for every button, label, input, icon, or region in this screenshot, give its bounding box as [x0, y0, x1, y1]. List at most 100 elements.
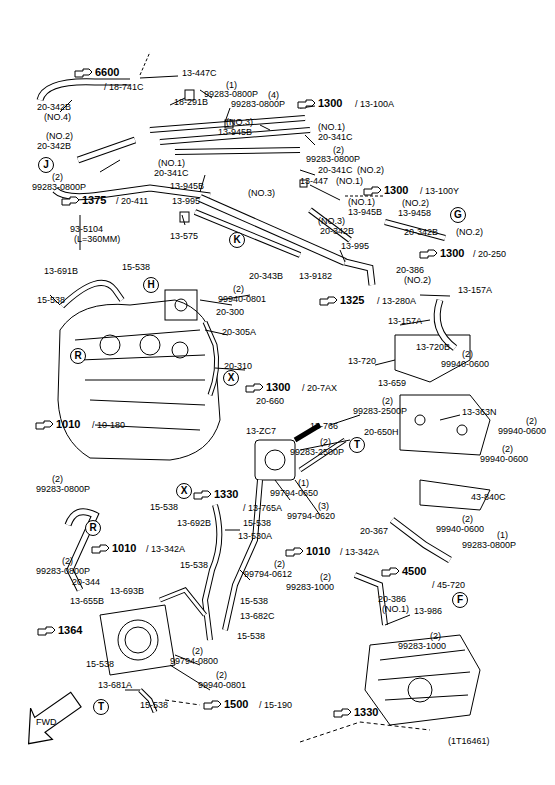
part-number: 13-655B: [70, 596, 104, 606]
reference-hand-icon: [92, 545, 109, 553]
reference-number: 1325: [340, 294, 364, 306]
part-number: 13-157A: [388, 316, 422, 326]
part-number: (2): [233, 284, 244, 294]
part-number: (1): [298, 478, 309, 488]
part-number: 93-5104: [70, 224, 103, 234]
reference-letter: F: [457, 595, 463, 605]
reference-letter: T: [98, 702, 104, 712]
reference-hand-icon: [75, 69, 92, 77]
part-number: 15-538: [240, 596, 268, 606]
part-number: 99940-0600: [480, 454, 528, 464]
reference-number: 1300: [318, 97, 342, 109]
reference-hand-icon: [382, 568, 399, 576]
part-number: 13-945B: [218, 127, 252, 137]
circled-letter: F: [452, 592, 468, 608]
part-number: (NO.1): [348, 197, 375, 207]
part-number: 99283-1000: [286, 582, 334, 592]
part-number: 13-575: [170, 231, 198, 241]
part-number: 99283-0800P: [462, 540, 516, 550]
circled-letter: G: [450, 207, 466, 223]
part-number: (3): [318, 501, 329, 511]
circled-letter: K: [229, 232, 245, 248]
part-number: / 13-100Y: [420, 186, 459, 196]
part-number: 20-300: [216, 307, 244, 317]
part-number: (2): [382, 396, 393, 406]
part-number: 13-720: [348, 356, 376, 366]
part-number: (L=360MM): [74, 234, 120, 244]
part-number: (NO.2): [456, 227, 483, 237]
part-number: (NO.3): [318, 216, 345, 226]
part-number: (2): [526, 416, 537, 426]
part-number: / 13-100A: [355, 99, 394, 109]
reference-hand-icon: [320, 297, 337, 305]
part-number: (2): [216, 670, 227, 680]
part-number: 20-342B: [404, 227, 438, 237]
part-number: 20-341C: [154, 168, 189, 178]
part-number: 20-342B: [37, 102, 71, 112]
reference-hand-icon: [286, 548, 303, 556]
circled-letter: T: [349, 437, 365, 453]
circled-letter: R: [85, 520, 101, 536]
part-number: 20-367: [360, 526, 388, 536]
reference-letter: H: [147, 280, 154, 290]
part-number: (NO.2): [46, 131, 73, 141]
part-number: 20-386: [378, 594, 406, 604]
part-number: 13-720B: [416, 342, 450, 352]
part-number: 15-538: [37, 295, 65, 305]
reference-letter: T: [354, 440, 360, 450]
reference-number: 1010: [112, 542, 136, 554]
part-number: 99283-0800P: [36, 566, 90, 576]
reference-hand-icon: [420, 250, 437, 258]
part-number: 15-538: [180, 560, 208, 570]
part-number: 20-305A: [222, 327, 256, 337]
part-number: 13-9458: [398, 208, 431, 218]
part-number: 99940-0600: [441, 359, 489, 369]
reference-hand-icon: [334, 709, 351, 717]
part-number: / 13-342A: [146, 544, 185, 554]
part-number: (2): [192, 646, 203, 656]
part-number: 20-341C: [318, 132, 353, 142]
part-number: 13-995: [341, 241, 369, 251]
reference-number: 1300: [266, 381, 290, 393]
reference-hand-icon: [364, 187, 381, 195]
part-number: 15-538: [150, 502, 178, 512]
part-number: 99794-0612: [244, 569, 292, 579]
reference-hand-icon: [298, 100, 315, 108]
part-number: (1T16461): [448, 736, 490, 746]
part-number: (2): [462, 349, 473, 359]
part-number: 15-538: [243, 518, 271, 528]
circled-letter: T: [93, 699, 109, 715]
part-number: 20-343B: [249, 271, 283, 281]
part-number: (2): [52, 172, 63, 182]
reference-letter: R: [89, 523, 96, 533]
part-number: 13-447C: [182, 68, 217, 78]
part-number: 20-310: [224, 361, 252, 371]
part-number: (4): [268, 90, 279, 100]
part-number: 15-538: [122, 262, 150, 272]
part-number: 20-341C: [318, 165, 353, 175]
part-number: 99940-0801: [198, 680, 246, 690]
part-number: 99283-2500P: [290, 447, 344, 457]
circled-letter: H: [143, 277, 159, 293]
part-number: 20-342B: [320, 226, 354, 236]
reference-number: 1500: [224, 698, 248, 710]
part-number: (2): [62, 556, 73, 566]
reference-number: 1010: [306, 545, 330, 557]
part-number: / 20-411: [116, 196, 148, 206]
reference-number: 1364: [58, 624, 82, 636]
reference-hand-icon: [246, 384, 263, 392]
part-number: 99283-0800P: [231, 99, 285, 109]
part-number: (NO.2): [404, 275, 431, 285]
part-number: (2): [320, 572, 331, 582]
part-number: / 13-342A: [340, 547, 379, 557]
reference-hand-icon: [38, 627, 55, 635]
part-number: (2): [274, 559, 285, 569]
part-number: / 13-280A: [377, 296, 416, 306]
reference-letter: R: [74, 351, 81, 361]
part-number: 99940-0600: [498, 426, 546, 436]
part-number: (NO.2): [402, 198, 429, 208]
part-number: 99940-0600: [436, 524, 484, 534]
part-number: 13-692B: [177, 518, 211, 528]
part-number: 99794-0620: [287, 511, 335, 521]
part-number: / 18-741C: [104, 82, 144, 92]
